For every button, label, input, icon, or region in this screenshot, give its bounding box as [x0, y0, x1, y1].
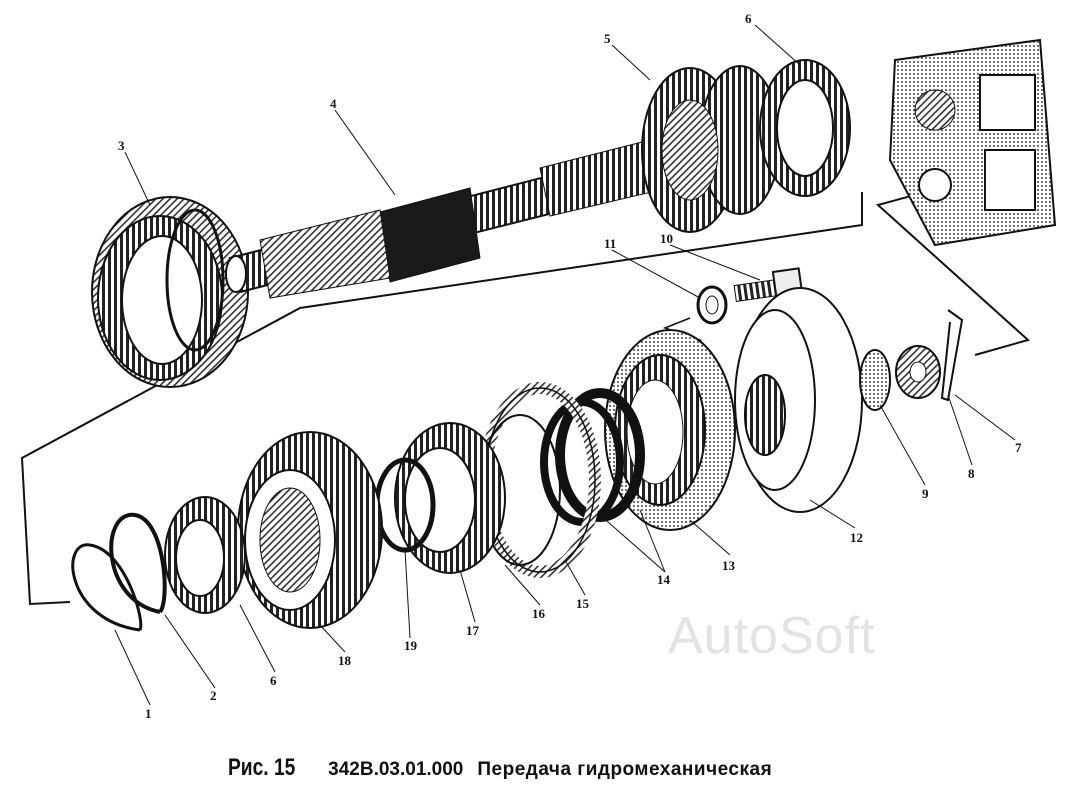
bearing-ring-bottom-part [164, 496, 246, 614]
figure-title: Передача гидромеханическая [477, 759, 773, 780]
gearbox-housing-part [888, 38, 1057, 247]
callout-17: 17 [466, 623, 480, 638]
callout-16: 16 [532, 606, 546, 621]
callout-2: 2 [210, 688, 217, 703]
cotter-pin-part [940, 309, 964, 402]
callout-10: 10 [660, 231, 673, 246]
callout-7: 7 [1015, 440, 1022, 455]
callout-5: 5 [604, 31, 611, 46]
callout-6-top: 6 [745, 11, 752, 26]
washer-part [696, 285, 728, 325]
watermark-text: AutoSoft [668, 607, 876, 665]
flange-part [734, 287, 863, 513]
callout-13: 13 [722, 558, 736, 573]
ring-gear-part [91, 196, 249, 388]
friction-discs-part [540, 388, 645, 526]
callout-11: 11 [604, 236, 616, 251]
callout-6-bottom: 6 [270, 673, 277, 688]
figure-label: Рис. 15 [228, 754, 296, 781]
double-gear-part [641, 65, 781, 233]
figure-code: 342В.03.01.000 [328, 759, 464, 780]
snap-ring-large-part [109, 512, 167, 614]
callout-14: 14 [657, 572, 671, 587]
callout-19: 19 [404, 638, 418, 653]
callout-12: 12 [850, 530, 863, 545]
callout-18: 18 [338, 653, 352, 668]
bearing-ring-top-part [759, 59, 851, 197]
clutch-drum-part [394, 422, 506, 574]
callout-1: 1 [145, 706, 152, 721]
leader-lines [114, 24, 1016, 706]
lock-washer-part [859, 349, 891, 411]
callout-15: 15 [576, 596, 590, 611]
callout-4: 4 [330, 96, 337, 111]
main-shaft-part [225, 139, 662, 299]
drive-gear-part [237, 431, 383, 629]
bolt-part [733, 267, 805, 305]
castle-nut-part [895, 345, 941, 399]
callout-9: 9 [922, 486, 929, 501]
callout-8: 8 [968, 466, 975, 481]
snap-ring-small-part [71, 543, 143, 632]
figure-caption: Рис. 15 342В.03.01.000 Передача гидромехан… [228, 754, 772, 786]
callout-3: 3 [118, 138, 125, 153]
